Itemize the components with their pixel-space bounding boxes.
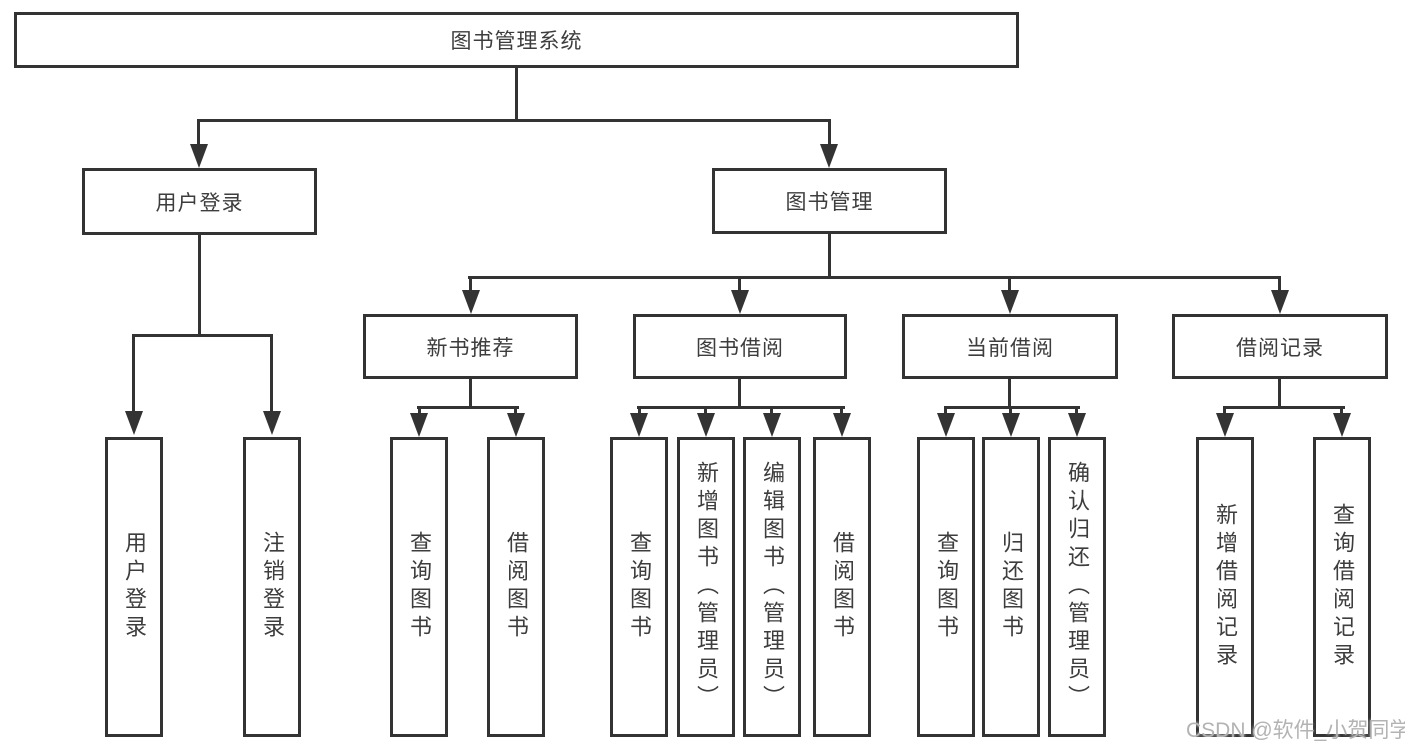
node-label: 借阅图书 [504,531,529,643]
connector-line [1075,406,1078,416]
arrow-down-icon [190,144,208,168]
arrow-down-icon [462,290,480,314]
node-label: 注销登录 [260,531,285,643]
arrow-down-icon [1271,290,1289,314]
node-library-system: 图书管理系统 [14,12,1019,68]
connector-line [1278,276,1281,292]
node-label: 图书管理 [785,191,874,214]
connector-line [1009,406,1012,416]
node-book-borrowing: 图书借阅 [633,314,847,379]
node-label: 确认归还（管理员） [1065,461,1090,713]
node-leaf-add-borrow-record: 新增借阅记录 [1196,437,1254,737]
node-current-borrowing: 当前借阅 [902,314,1118,379]
arrow-down-icon [1333,413,1351,437]
arrow-down-icon [763,413,781,437]
connector-line [944,406,1080,409]
node-leaf-return-books: 归还图书 [982,437,1040,737]
node-leaf-query-books-3: 查询图书 [917,437,975,737]
connector-line [197,119,200,147]
arrow-down-icon [125,411,143,435]
node-leaf-borrow-books-1: 借阅图书 [487,437,545,737]
connector-line [704,406,707,416]
node-leaf-edit-books-admin: 编辑图书（管理员） [743,437,801,737]
node-leaf-add-books-admin: 新增图书（管理员） [677,437,735,737]
connector-line [738,377,741,408]
node-new-book-recommend: 新书推荐 [363,314,578,379]
node-label: 新书推荐 [426,336,515,360]
node-label: 借阅图书 [830,531,855,643]
node-leaf-confirm-return-admin: 确认归还（管理员） [1048,437,1106,737]
node-user-login: 用户登录 [82,168,317,235]
connector-line [1223,406,1345,409]
node-leaf-borrow-books-2: 借阅图书 [813,437,871,737]
connector-line [1008,377,1011,408]
connector-line [770,406,773,416]
connector-line [638,406,641,416]
node-label: 图书管理系统 [450,30,583,53]
connector-line [515,66,518,121]
connector-line [1340,406,1343,416]
connector-line [840,406,843,416]
arrow-down-icon [1001,290,1019,314]
node-label: 查询借阅记录 [1330,503,1355,671]
node-leaf-query-books-1: 查询图书 [390,437,448,737]
node-leaf-query-books-2: 查询图书 [610,437,668,737]
node-book-management: 图书管理 [712,168,947,234]
node-label: 当前借阅 [966,336,1054,360]
connector-line [197,119,831,122]
arrow-down-icon [263,411,281,435]
connector-line [469,377,472,408]
connector-line [468,276,1281,279]
node-label: 归还图书 [999,531,1024,643]
arrow-down-icon [630,413,648,437]
arrow-down-icon [410,413,428,437]
connector-line [738,276,741,292]
arrow-down-icon [833,413,851,437]
connector-line [469,276,472,292]
connector-line [1008,276,1011,292]
node-label: 新增借阅记录 [1213,503,1238,671]
node-leaf-logout: 注销登录 [243,437,301,737]
node-label: 查询图书 [627,531,652,643]
node-leaf-query-borrow-record: 查询借阅记录 [1313,437,1371,737]
node-label: 新增图书（管理员） [694,461,719,713]
connector-line [198,233,201,334]
node-label: 借阅记录 [1236,336,1324,360]
node-label: 用户登录 [122,531,147,643]
connector-line [944,406,947,416]
arrow-down-icon [697,413,715,437]
arrow-down-icon [1002,413,1020,437]
connector-line [132,334,135,411]
connector-line [514,406,517,416]
node-label: 查询图书 [407,531,432,643]
connector-line [1223,406,1226,416]
connector-line [828,119,831,147]
connector-line [132,334,273,337]
connector-line [418,406,421,416]
arrow-down-icon [1216,413,1234,437]
connector-line [270,334,273,411]
csdn-watermark: CSDN @软件_小贺同学 [1186,719,1405,742]
connector-line [1278,377,1281,408]
node-label: 编辑图书（管理员） [760,461,785,713]
connector-line [828,232,831,279]
connector-line [417,406,519,409]
node-borrowing-records: 借阅记录 [1172,314,1388,379]
arrow-down-icon [1068,413,1086,437]
arrow-down-icon [731,290,749,314]
node-label: 图书借阅 [696,336,784,360]
arrow-down-icon [820,144,838,168]
connector-line [637,406,845,409]
node-label: 用户登录 [155,191,244,215]
node-leaf-user-login: 用户登录 [105,437,163,737]
arrow-down-icon [507,413,525,437]
arrow-down-icon [937,413,955,437]
node-label: 查询图书 [934,531,959,643]
